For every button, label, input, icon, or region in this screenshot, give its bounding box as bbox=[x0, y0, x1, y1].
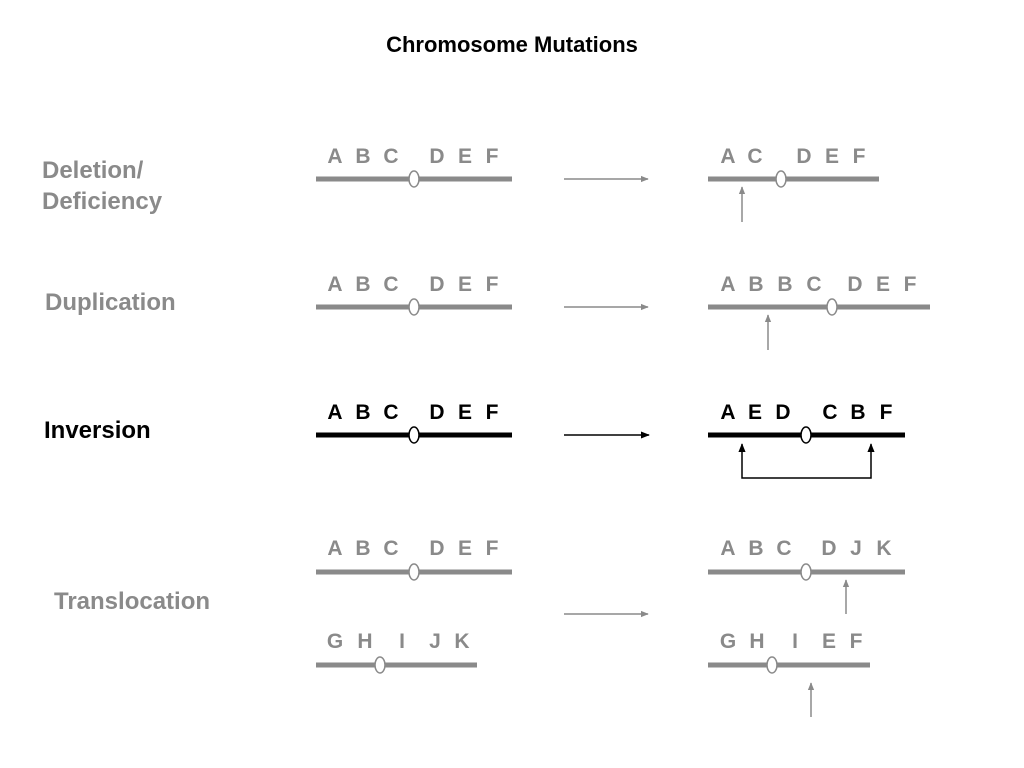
gene-letter: E bbox=[457, 273, 473, 296]
gene-letter: E bbox=[457, 537, 473, 560]
gene-letter: D bbox=[429, 145, 445, 168]
inversion-bracket-arrow bbox=[738, 443, 875, 479]
gene-letter: E bbox=[457, 401, 473, 424]
gene-letter: H bbox=[749, 630, 765, 653]
gene-letter: D bbox=[821, 537, 837, 560]
row-label-translocation: Translocation bbox=[54, 588, 211, 615]
gene-letter: F bbox=[879, 401, 893, 424]
gene-letter: B bbox=[748, 273, 764, 296]
gene-letter: G bbox=[326, 630, 344, 653]
centromere bbox=[775, 170, 787, 188]
gene-letter: F bbox=[485, 145, 499, 168]
row-label-deletion: Deletion/ Deficiency bbox=[42, 155, 162, 217]
gene-letter: K bbox=[876, 537, 892, 560]
gene-letter: D bbox=[847, 273, 863, 296]
gene-letter: E bbox=[747, 401, 763, 424]
row-label-line: Deletion/ bbox=[42, 157, 144, 184]
gene-letter: F bbox=[903, 273, 917, 296]
gene-letter: D bbox=[429, 273, 445, 296]
translocation-row bbox=[316, 563, 905, 717]
gene-letter: C bbox=[383, 537, 399, 560]
gene-letter: E bbox=[824, 145, 840, 168]
gene-letter: A bbox=[720, 273, 736, 296]
gene-letter: F bbox=[485, 537, 499, 560]
inversion-row bbox=[316, 426, 905, 479]
gene-letter: F bbox=[849, 630, 863, 653]
gene-letter: D bbox=[429, 537, 445, 560]
gene-letter: E bbox=[457, 145, 473, 168]
gene-letter: B bbox=[748, 537, 764, 560]
centromere bbox=[408, 170, 420, 188]
gene-letter: K bbox=[454, 630, 470, 653]
gene-letter: F bbox=[485, 273, 499, 296]
gene-letter: J bbox=[850, 537, 862, 560]
centromere bbox=[374, 656, 386, 674]
gene-letter: C bbox=[747, 145, 763, 168]
gene-letter: B bbox=[355, 401, 371, 424]
gene-letter: C bbox=[383, 401, 399, 424]
gene-letter: I bbox=[792, 630, 798, 653]
deletion-row bbox=[316, 170, 879, 222]
gene-letter: B bbox=[777, 273, 793, 296]
centromere bbox=[408, 563, 420, 581]
gene-letter: F bbox=[852, 145, 866, 168]
gene-letter: H bbox=[357, 630, 373, 653]
gene-letter: D bbox=[429, 401, 445, 424]
gene-letter: E bbox=[821, 630, 837, 653]
gene-letter: J bbox=[429, 630, 441, 653]
page-title: Chromosome Mutations bbox=[386, 32, 638, 57]
gene-letter: G bbox=[719, 630, 737, 653]
row-label-inversion: Inversion bbox=[44, 417, 151, 444]
gene-letter: I bbox=[399, 630, 405, 653]
gene-letter: C bbox=[806, 273, 822, 296]
gene-letter: D bbox=[796, 145, 812, 168]
gene-letter: B bbox=[355, 273, 371, 296]
row-label-line: Deficiency bbox=[42, 188, 163, 215]
gene-letter: A bbox=[720, 145, 736, 168]
gene-letter: A bbox=[327, 145, 343, 168]
gene-letter: C bbox=[776, 537, 792, 560]
centromere bbox=[408, 298, 420, 316]
centromere bbox=[766, 656, 778, 674]
centromere bbox=[800, 563, 812, 581]
row-label-duplication: Duplication bbox=[45, 289, 176, 316]
centromere bbox=[826, 298, 838, 316]
gene-letter: A bbox=[327, 537, 343, 560]
gene-letter: F bbox=[485, 401, 499, 424]
centromere bbox=[800, 426, 812, 444]
gene-letter: A bbox=[720, 537, 736, 560]
gene-letter: A bbox=[327, 273, 343, 296]
gene-letter: C bbox=[822, 401, 838, 424]
gene-letter: D bbox=[775, 401, 791, 424]
gene-letter: C bbox=[383, 273, 399, 296]
gene-letter: B bbox=[850, 401, 866, 424]
gene-letter: A bbox=[327, 401, 343, 424]
duplication-row bbox=[316, 298, 930, 350]
gene-letter: B bbox=[355, 145, 371, 168]
gene-letter: C bbox=[383, 145, 399, 168]
centromere bbox=[408, 426, 420, 444]
gene-letter: B bbox=[355, 537, 371, 560]
gene-letter: A bbox=[720, 401, 736, 424]
gene-letter: E bbox=[875, 273, 891, 296]
